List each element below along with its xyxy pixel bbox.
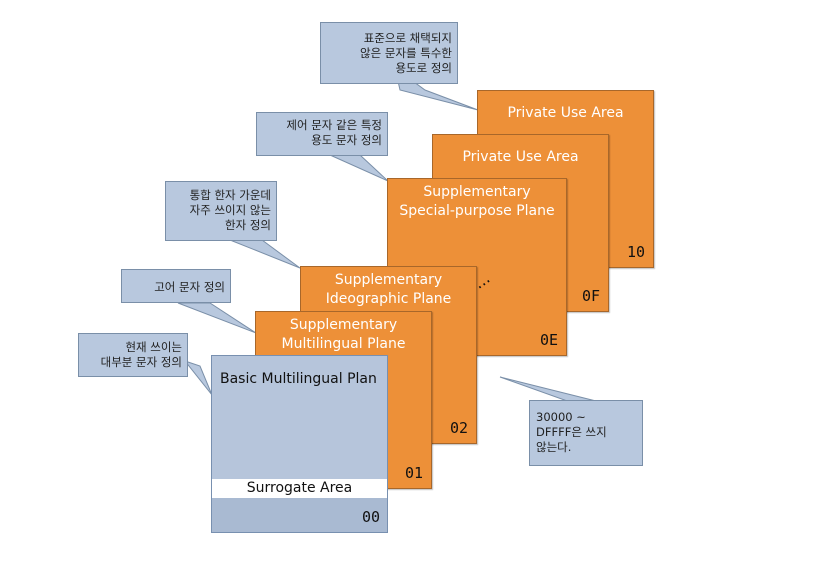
callout-line: 30000 ~ [536, 410, 586, 424]
callout-line: 제어 문자 같은 특정 [286, 118, 382, 132]
callout-ideographic: 통합 한자 가운데 자주 쓰이지 않는 한자 정의 [165, 181, 277, 241]
plane-number: 00 [361, 508, 380, 526]
plane-title-line2: Multilingual Plane [281, 336, 406, 352]
plane-title-line2: Special-purpose Plane [399, 203, 555, 219]
plane-title: Basic Multilingual Plan [220, 371, 377, 387]
plane-lower-band [212, 498, 387, 532]
callout-line: 대부분 문자 정의 [100, 355, 182, 369]
callout-line: 고어 문자 정의 [154, 280, 225, 294]
callout-line: 용도 문자 정의 [311, 133, 382, 147]
plane-number: 0E [539, 331, 558, 349]
plane-title-line1: Supplementary [423, 184, 531, 200]
plane-number: 02 [449, 419, 468, 437]
plane-title: Private Use Area [507, 105, 624, 121]
plane-title-line2: Ideographic Plane [325, 291, 452, 307]
plane-00-basic-multilingual: Basic Multilingual Plan Surrogate Area 0… [211, 355, 388, 533]
callout-unused-range: 30000 ~ DFFFF은 쓰지 않는다. [529, 400, 643, 466]
callout-private-use: 표준으로 채택되지 않은 문자를 특수한 용도로 정의 [320, 22, 458, 84]
callout-line: 자주 쓰이지 않는 [189, 203, 271, 217]
callout-basic: 현재 쓰이는 대부분 문자 정의 [78, 333, 188, 377]
callout-line: 통합 한자 가운데 [189, 188, 271, 202]
callout-line: 않는다. [536, 440, 572, 454]
callout-line: 한자 정의 [225, 218, 271, 232]
callout-line: 현재 쓰이는 [125, 340, 182, 354]
plane-title: Private Use Area [462, 149, 579, 165]
callout-line: 않은 문자를 특수한 [360, 46, 452, 60]
callout-special-purpose: 제어 문자 같은 특정 용도 문자 정의 [256, 112, 388, 156]
plane-number: 10 [626, 243, 645, 261]
plane-title-line1: Supplementary [289, 317, 398, 333]
plane-title-line1: Supplementary [334, 272, 443, 288]
surrogate-area: Surrogate Area [212, 479, 387, 498]
callout-line: 표준으로 채택되지 [363, 31, 452, 45]
callout-multilingual: 고어 문자 정의 [121, 269, 231, 303]
callout-line: 용도로 정의 [395, 61, 452, 75]
callout-line: DFFFF은 쓰지 [536, 425, 607, 439]
plane-number: 01 [404, 464, 423, 482]
plane-number: 0F [581, 287, 600, 305]
